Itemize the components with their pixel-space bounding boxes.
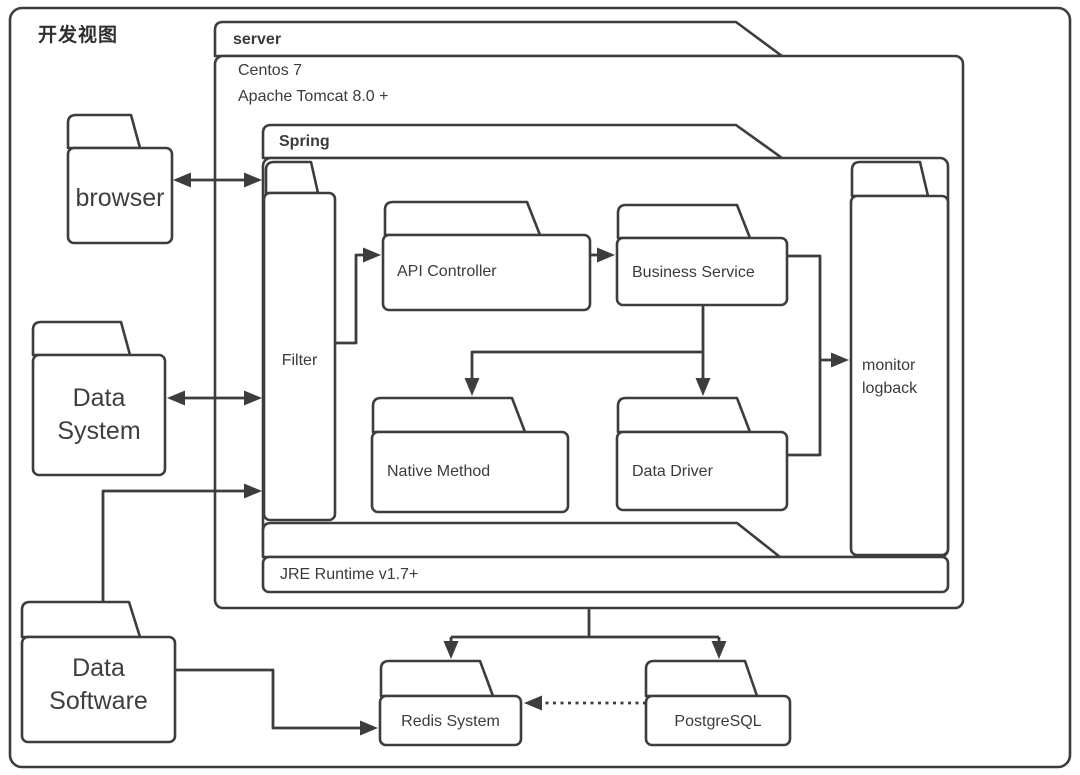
monitor-label: monitor logback [862, 354, 917, 400]
api-controller-folder-tab [383, 200, 542, 237]
data-software-folder-tab [20, 600, 142, 639]
connector-postgresql-redis-dotted [524, 695, 646, 711]
data-system-label-line2: System [57, 417, 141, 445]
server-package-tab [213, 20, 784, 58]
business-service-label: Business Service [632, 264, 755, 281]
connector-server-databases [443, 608, 727, 659]
spring-package-tab [261, 123, 784, 160]
view-title: 开发视图 [38, 25, 119, 46]
data-software-folder-body [20, 635, 177, 744]
data-system-label-line1: Data [72, 384, 126, 412]
monitor-label-line1: monitor [862, 357, 916, 374]
jre-label: JRE Runtime v1.7+ [280, 566, 419, 583]
connector-datasoftware-filter [101, 483, 262, 602]
business-service-folder-tab [616, 203, 752, 240]
filter-label: Filter [281, 352, 318, 369]
connector-browser-filter [173, 172, 262, 188]
server-os-text: Centos 7 [238, 62, 303, 79]
data-system-folder-tab [31, 320, 132, 357]
api-controller-folder-body [381, 233, 592, 312]
connector-businessservice-nativemethod [464, 350, 703, 396]
connector-apicontroller-businessservice [591, 247, 615, 263]
data-driver-label: Data Driver [632, 463, 713, 480]
connector-datasoftware-redis [176, 668, 378, 736]
spring-package-label: Spring [279, 133, 330, 150]
filter-folder-tab [264, 160, 320, 195]
data-software-label-line1: Data [72, 654, 125, 682]
postgresql-folder-body [644, 694, 792, 747]
spring-package-body [261, 156, 950, 559]
jre-package-tab [261, 521, 782, 559]
api-controller-label: API Controller [397, 263, 497, 280]
connector-filter-apicontroller [336, 247, 381, 345]
browser-label: browser [75, 184, 165, 212]
redis-folder-tab [379, 659, 495, 698]
data-driver-folder-body [615, 430, 789, 512]
monitor-folder-body [849, 194, 950, 557]
data-software-label-line2: Software [49, 687, 148, 715]
jre-package-body [261, 555, 950, 594]
data-driver-folder-tab [616, 396, 752, 434]
browser-folder-body [66, 146, 174, 245]
server-container-text: Apache Tomcat 8.0 + [238, 88, 389, 105]
monitor-folder-tab [850, 160, 930, 198]
monitor-label-line2: logback [862, 380, 918, 397]
redis-label: Redis System [401, 713, 500, 730]
native-method-label: Native Method [387, 463, 491, 480]
connector-businessservice-datadriver [695, 305, 711, 396]
redis-folder-body [378, 694, 523, 747]
native-method-folder-body [370, 430, 570, 514]
postgresql-folder-tab [644, 659, 759, 698]
postgresql-label: PostgreSQL [674, 713, 762, 730]
server-package-label: server [233, 31, 282, 48]
native-method-folder-tab [371, 396, 527, 434]
browser-folder-tab [66, 113, 142, 150]
connector-datasystem-filter [167, 390, 262, 406]
connector-services-monitor [787, 254, 849, 457]
filter-folder-body [262, 191, 337, 522]
data-system-folder-body [31, 353, 167, 477]
